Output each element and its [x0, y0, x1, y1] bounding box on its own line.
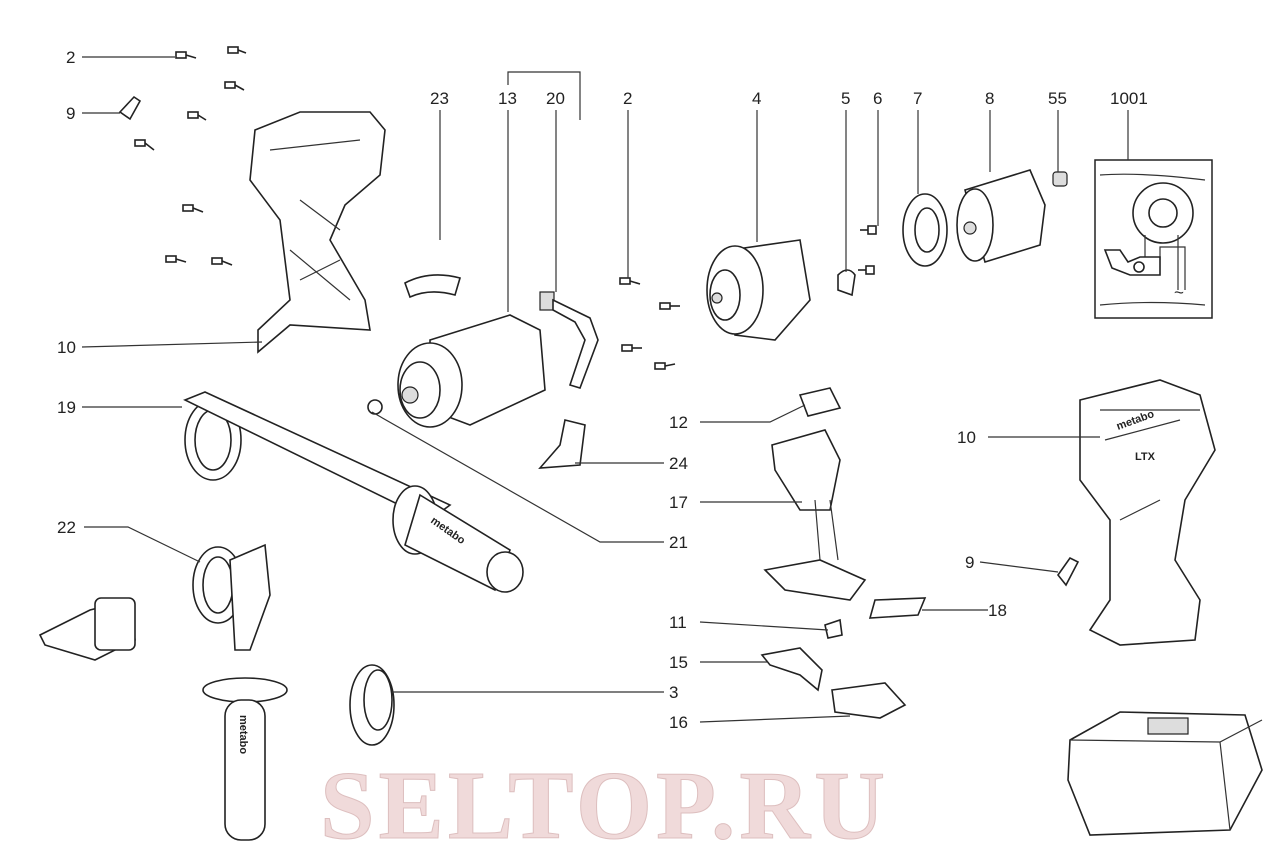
- label-12: 12: [669, 413, 688, 432]
- sticker-24: [538, 419, 586, 469]
- handle-brand: metabo: [237, 715, 249, 754]
- part-20: [539, 291, 599, 389]
- screws-6: [858, 225, 877, 275]
- label-22: 22: [57, 518, 76, 537]
- sticker-23: [404, 274, 461, 299]
- gear-unit: [706, 239, 811, 341]
- ac-symbol: ~: [1174, 283, 1184, 302]
- label-19: 19: [57, 398, 76, 417]
- battery-pack: [1067, 711, 1263, 836]
- label-8: 8: [985, 89, 994, 108]
- sticker-18: [868, 597, 927, 619]
- label-21: 21: [669, 533, 688, 552]
- gearbox: [397, 314, 546, 428]
- part-12: [798, 387, 842, 417]
- spring-11: [824, 618, 843, 639]
- label-16: 16: [669, 713, 688, 732]
- label-10-right: 10: [957, 428, 976, 447]
- label-17: 17: [669, 493, 688, 512]
- model-badge: LTX: [1135, 451, 1156, 463]
- label-9-right: 9: [965, 553, 974, 572]
- screws-mid: [619, 277, 680, 370]
- cap-right: [1056, 556, 1080, 587]
- label-2-mid: 2: [623, 89, 632, 108]
- label-6: 6: [873, 89, 882, 108]
- side-handle: metabo: [183, 391, 524, 593]
- part-55: [1052, 171, 1068, 187]
- housing-left-ribs: [269, 139, 361, 301]
- wiring-diagram-1001: ~: [1094, 159, 1213, 319]
- label-2: 2: [66, 48, 75, 67]
- label-18: 18: [988, 601, 1007, 620]
- label-10: 10: [57, 338, 76, 357]
- label-5: 5: [841, 89, 850, 108]
- watermark: SELTOP.RU: [320, 752, 889, 856]
- label-1001: 1001: [1110, 89, 1148, 108]
- handle-assembly: metabo: [38, 543, 288, 841]
- housing-left: [249, 111, 386, 354]
- ring-21: [367, 399, 383, 415]
- label-24: 24: [669, 454, 688, 473]
- label-23: 23: [430, 89, 449, 108]
- label-4: 4: [752, 89, 761, 108]
- label-55: 55: [1048, 89, 1067, 108]
- plate-7: [902, 193, 948, 267]
- part-16: [831, 682, 907, 719]
- label-3: 3: [669, 683, 678, 702]
- part-5: [837, 269, 856, 297]
- housing-right: metabo LTX: [1079, 379, 1216, 646]
- label-20: 20: [546, 89, 565, 108]
- part-15: [760, 647, 823, 692]
- label-7: 7: [913, 89, 922, 108]
- part-labels: 2 9 10 19 22 23 13 20 2 4 5 6 7 8 55 100…: [57, 48, 1148, 732]
- switch-17: [763, 429, 867, 601]
- collar: [349, 664, 395, 746]
- label-9: 9: [66, 104, 75, 123]
- label-13: 13: [498, 89, 517, 108]
- screws-left: [134, 46, 247, 266]
- leader-lines: [81, 56, 1129, 723]
- motor-8: [956, 169, 1046, 264]
- label-11: 11: [669, 613, 687, 632]
- cap-left: [118, 95, 142, 121]
- label-15: 15: [669, 653, 688, 672]
